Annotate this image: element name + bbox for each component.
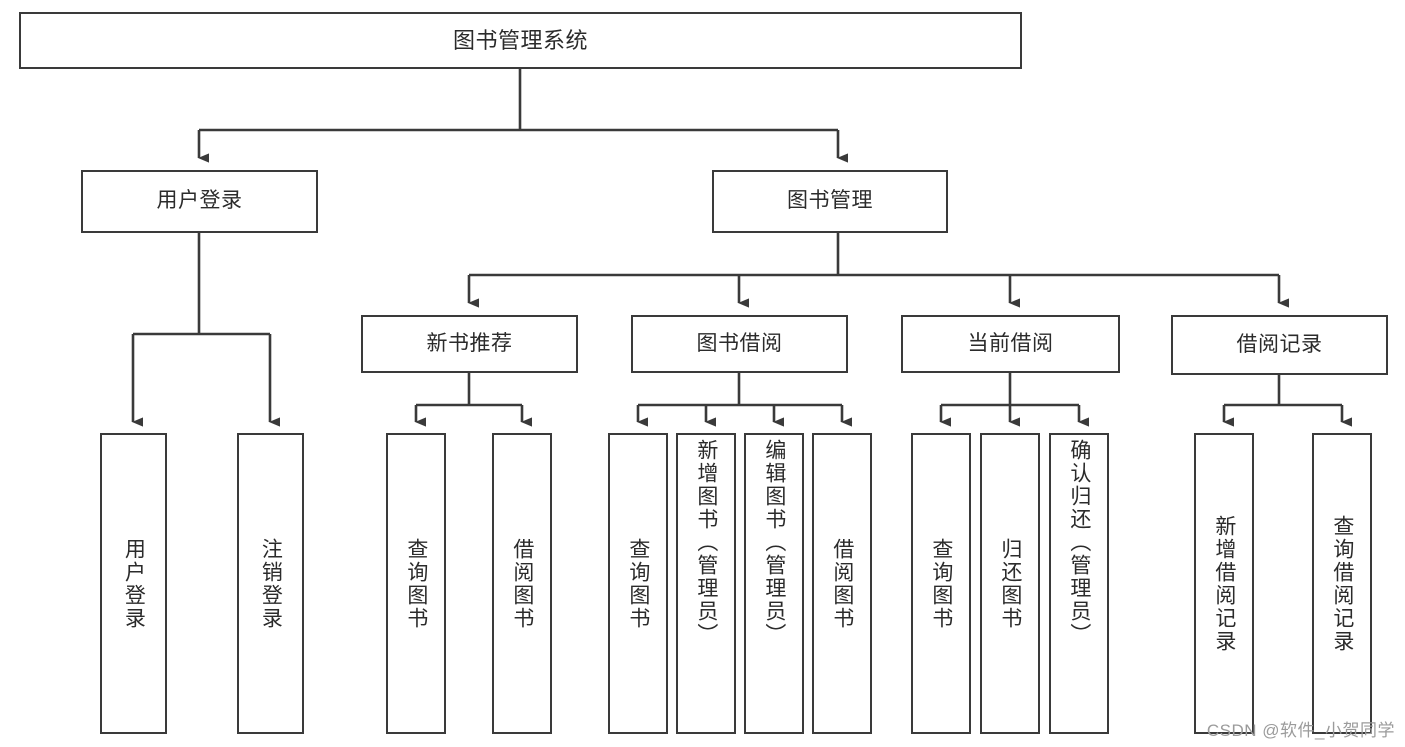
- leaf-query-record-label: 查询借阅记录: [1330, 514, 1354, 653]
- node-book-borrow-label: 图书借阅: [696, 331, 783, 355]
- node-new-book-recommend-label: 新书推荐: [426, 331, 513, 355]
- watermark-text: CSDN @软件_小贺同学: [1206, 721, 1395, 740]
- node-new-book-recommend[interactable]: 新书推荐: [361, 315, 578, 373]
- leaf-edit-book-label: 编辑图书（管理员）: [762, 439, 786, 646]
- leaf-confirm-return-label: 确认归还（管理员）: [1067, 439, 1091, 646]
- leaf-return-book-label: 归还图书: [998, 537, 1022, 630]
- node-book-borrow[interactable]: 图书借阅: [631, 315, 848, 373]
- leaf-return-book[interactable]: 归还图书: [980, 433, 1040, 734]
- leaf-borrow-book-2[interactable]: 借阅图书: [812, 433, 872, 734]
- node-current-borrow[interactable]: 当前借阅: [901, 315, 1120, 373]
- leaf-add-book-label: 新增图书（管理员）: [694, 439, 718, 646]
- leaf-query-record[interactable]: 查询借阅记录: [1312, 433, 1372, 734]
- leaf-add-record-label: 新增借阅记录: [1212, 514, 1236, 653]
- node-borrow-record[interactable]: 借阅记录: [1171, 315, 1388, 375]
- leaf-query-book-3-label: 查询图书: [929, 537, 953, 630]
- leaf-user-login[interactable]: 用户登录: [100, 433, 167, 734]
- node-user-login-label: 用户登录: [156, 189, 243, 213]
- leaf-borrow-book-2-label: 借阅图书: [830, 537, 854, 630]
- leaf-add-book[interactable]: 新增图书（管理员）: [676, 433, 736, 734]
- leaf-query-book-1-label: 查询图书: [404, 537, 428, 630]
- leaf-user-logout[interactable]: 注销登录: [237, 433, 304, 734]
- leaf-query-book-1[interactable]: 查询图书: [386, 433, 446, 734]
- node-book-manage-label: 图书管理: [787, 189, 873, 213]
- leaf-query-book-3[interactable]: 查询图书: [911, 433, 971, 734]
- leaf-edit-book[interactable]: 编辑图书（管理员）: [744, 433, 804, 734]
- leaf-query-book-2-label: 查询图书: [626, 537, 650, 630]
- leaf-confirm-return[interactable]: 确认归还（管理员）: [1049, 433, 1109, 734]
- node-book-manage[interactable]: 图书管理: [712, 170, 948, 233]
- node-borrow-record-label: 借阅记录: [1236, 332, 1323, 356]
- leaf-borrow-book-1-label: 借阅图书: [510, 537, 534, 630]
- node-user-login[interactable]: 用户登录: [81, 170, 318, 233]
- leaf-user-logout-label: 注销登录: [259, 537, 283, 630]
- leaf-user-login-label: 用户登录: [122, 537, 146, 630]
- node-root[interactable]: 图书管理系统: [19, 12, 1022, 69]
- node-root-label: 图书管理系统: [452, 27, 588, 53]
- leaf-query-book-2[interactable]: 查询图书: [608, 433, 668, 734]
- leaf-add-record[interactable]: 新增借阅记录: [1194, 433, 1254, 734]
- leaf-borrow-book-1[interactable]: 借阅图书: [492, 433, 552, 734]
- node-current-borrow-label: 当前借阅: [967, 331, 1054, 355]
